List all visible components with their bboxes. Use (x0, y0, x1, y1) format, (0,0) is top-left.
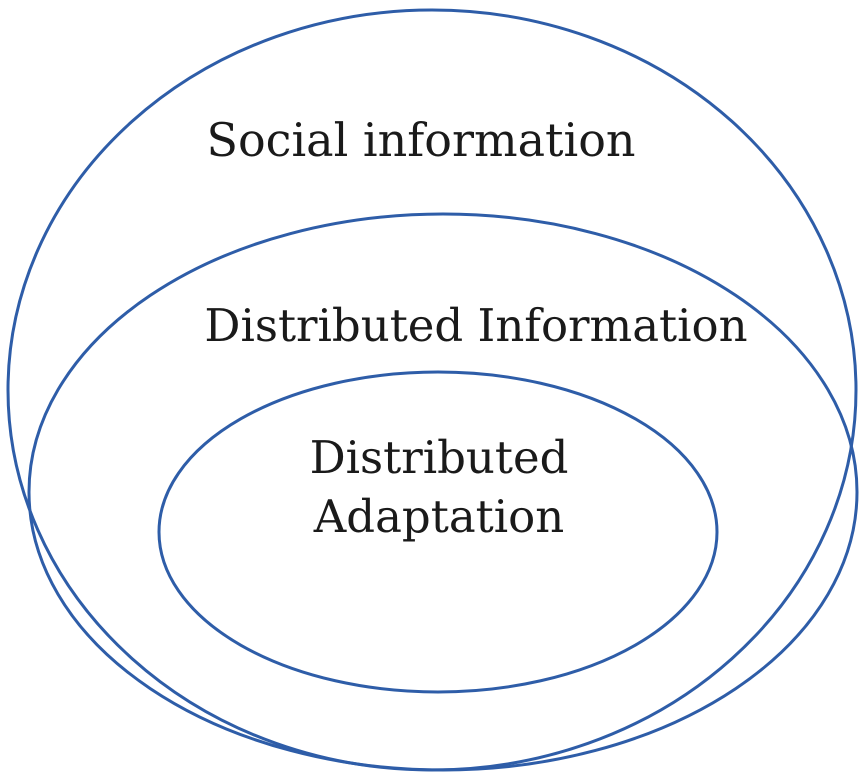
social-information-label: Social information (206, 113, 635, 167)
distributed-adaptation-label-line-2: Adaptation (313, 490, 564, 543)
distributed-information-ellipse (27, 212, 859, 772)
distributed-adaptation-label-line-1: Distributed (310, 431, 569, 484)
distributed-adaptation-ellipse (157, 370, 719, 694)
distributed-information-label: Distributed Information (204, 299, 747, 352)
